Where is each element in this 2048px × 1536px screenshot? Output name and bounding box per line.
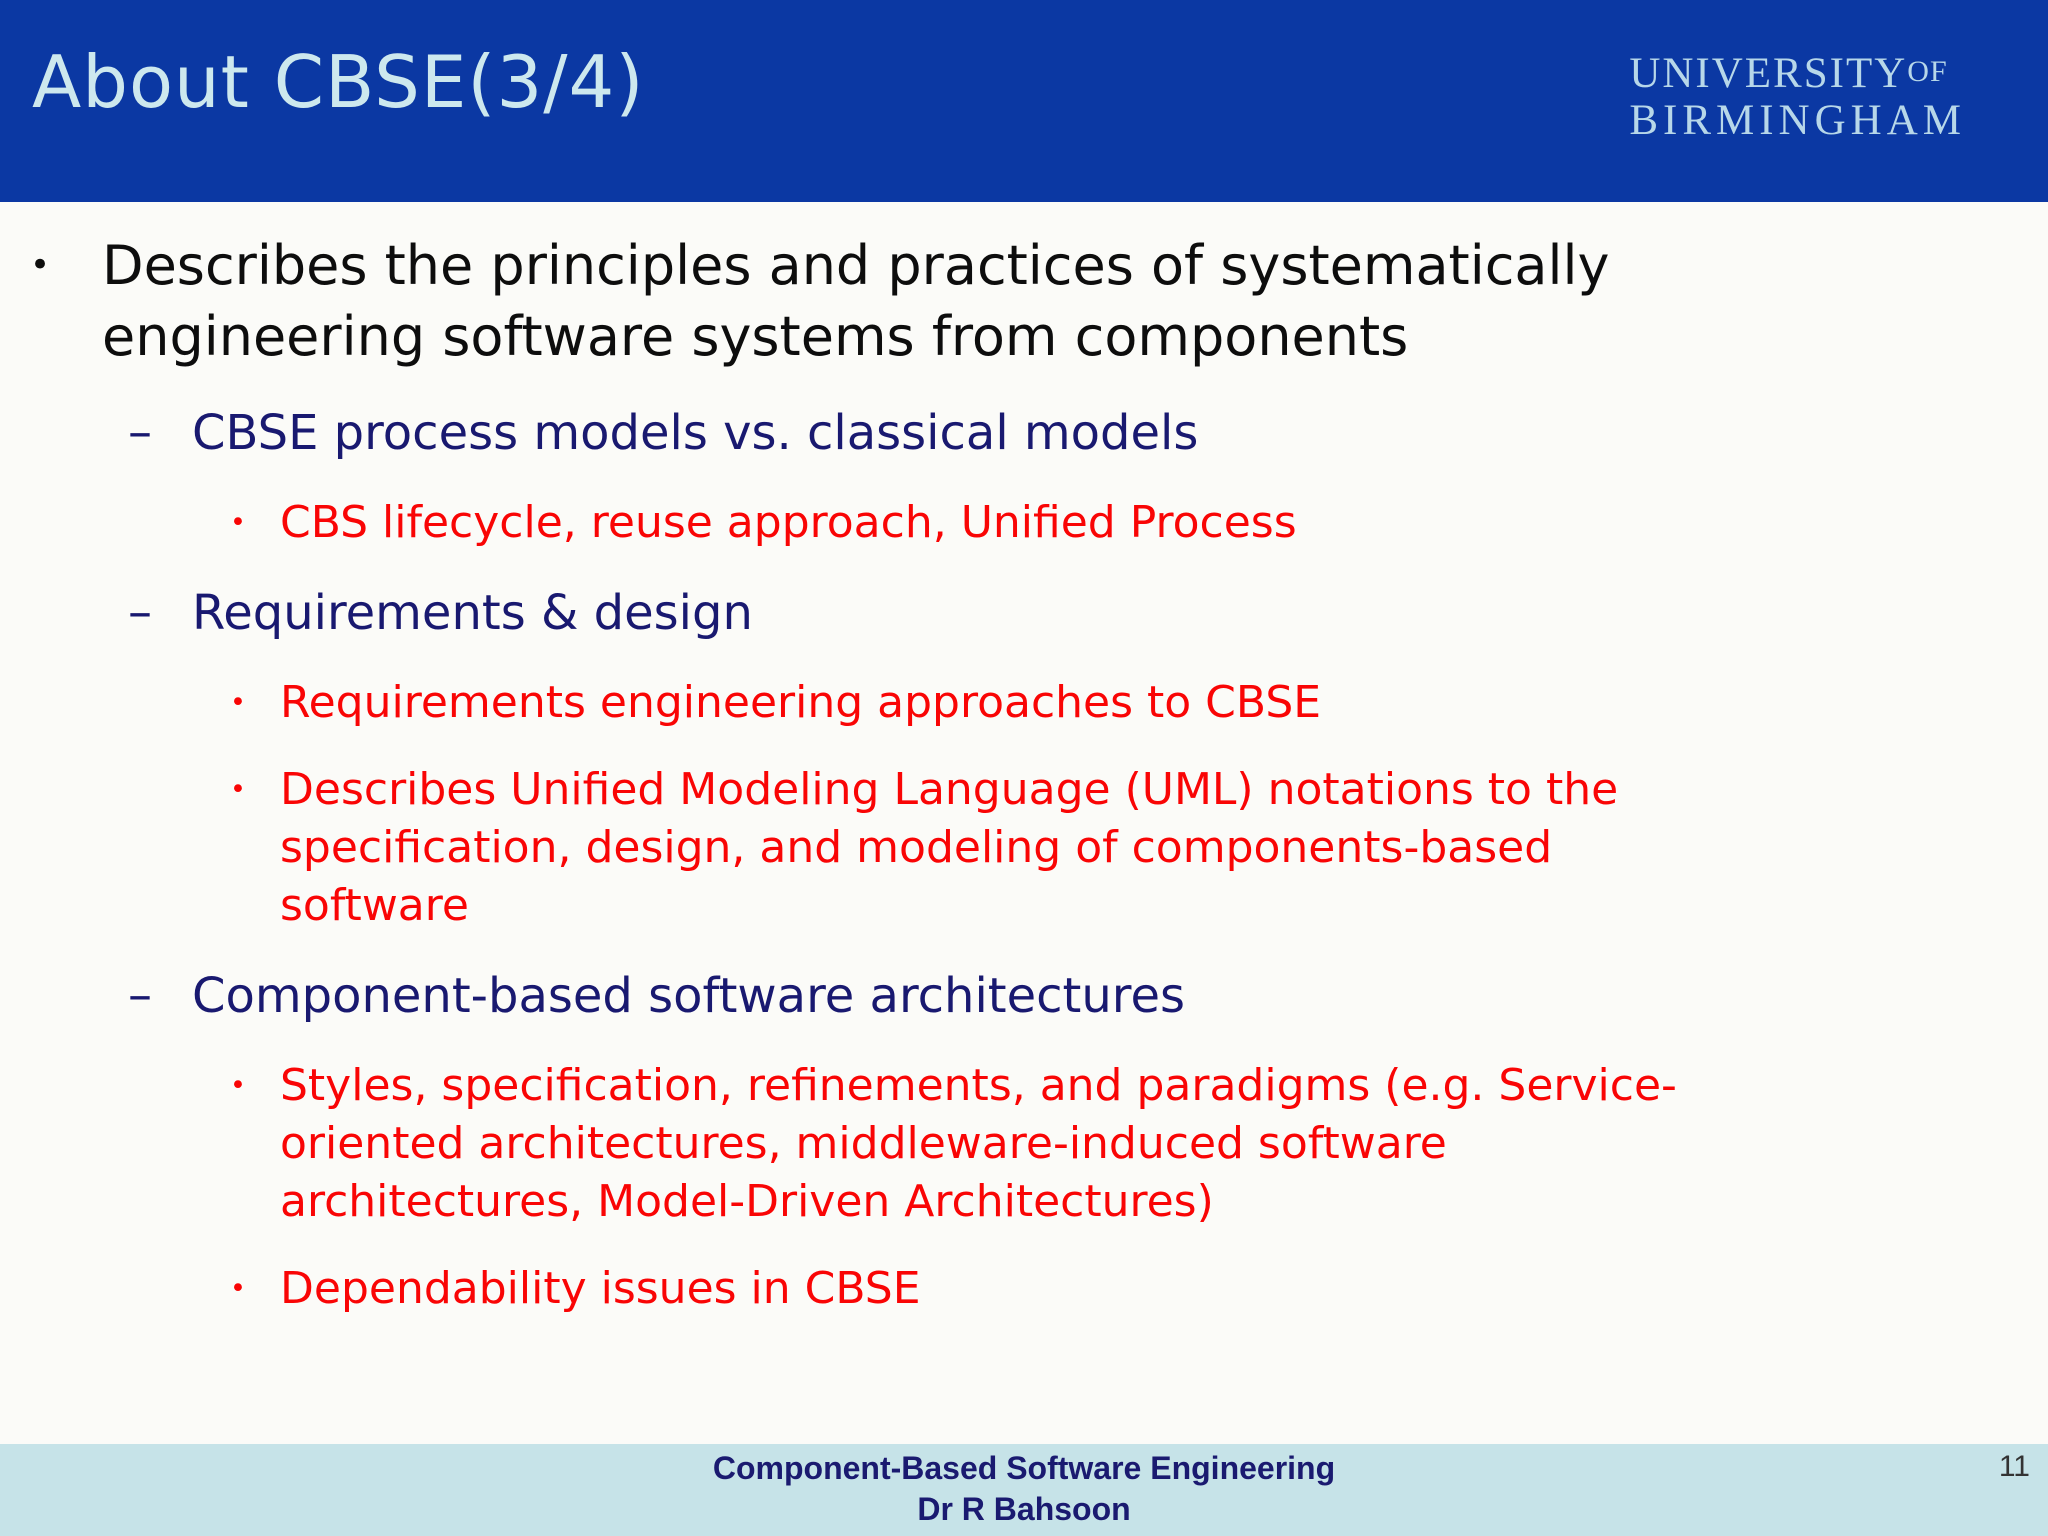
logo-line1: UNIVERSITYOF: [1629, 52, 1966, 95]
bullet-item-level3: • Dependability issues in CBSE: [0, 1260, 2048, 1318]
dash-marker: –: [128, 967, 152, 1023]
bullet-marker: •: [30, 245, 51, 285]
page-title: About CBSE(3/4): [32, 40, 645, 124]
dash-marker: –: [128, 404, 152, 460]
bullet-item-level3: • CBS lifecycle, reuse approach, Unified…: [0, 494, 2048, 552]
logo-birmingham-text: BIRMINGHAM: [1629, 97, 1966, 144]
bullet-item-level2: – CBSE process models vs. classical mode…: [0, 401, 2048, 465]
footer-text: Component-Based Software Engineering Dr …: [0, 1448, 2048, 1530]
bullet-text: Dependability issues in CBSE: [280, 1263, 921, 1314]
footer-author: Dr R Bahsoon: [917, 1491, 1131, 1527]
bullet-text: CBSE process models vs. classical models: [192, 405, 1199, 461]
bullet-item-level3: • Requirements engineering approaches to…: [0, 674, 2048, 732]
bullet-text: Requirements & design: [192, 585, 753, 641]
dash-marker: –: [128, 584, 152, 640]
bullet-marker: •: [230, 507, 246, 538]
footer-course-title: Component-Based Software Engineering: [712, 1450, 1336, 1486]
header-band: About CBSE(3/4) UNIVERSITYOF BIRMINGHAM: [0, 0, 2048, 202]
bullet-item-level2: – Component-based software architectures: [0, 964, 2048, 1028]
bullet-text: Component-based software architectures: [192, 968, 1185, 1024]
slide-body: • Describes the principles and practices…: [0, 202, 2048, 1444]
logo-university-text: UNIVERSITY: [1629, 50, 1908, 97]
bullet-item-level3: • Styles, specification, refinements, an…: [0, 1057, 2048, 1231]
bullet-text: CBS lifecycle, reuse approach, Unified P…: [280, 497, 1297, 548]
bullet-text: Requirements engineering approaches to C…: [280, 677, 1322, 728]
bullet-marker: •: [230, 774, 246, 805]
bullet-item-level1: • Describes the principles and practices…: [0, 230, 2048, 372]
bullet-marker: •: [230, 687, 246, 718]
logo-of-text: OF: [1907, 55, 1948, 88]
page-number: 11: [1998, 1450, 2030, 1483]
bullet-marker: •: [230, 1070, 246, 1101]
university-of-birmingham-logo: UNIVERSITYOF BIRMINGHAM: [1629, 52, 1966, 142]
bullet-item-level2: – Requirements & design: [0, 581, 2048, 645]
bullet-text: Describes Unified Modeling Language (UML…: [280, 764, 1619, 931]
bullet-text: Styles, specification, refinements, and …: [280, 1060, 1677, 1227]
bullet-item-level3: • Describes Unified Modeling Language (U…: [0, 761, 2048, 935]
footer-band: Component-Based Software Engineering Dr …: [0, 1444, 2048, 1536]
bullet-marker: •: [230, 1273, 246, 1304]
bullet-text: Describes the principles and practices o…: [102, 234, 1610, 368]
